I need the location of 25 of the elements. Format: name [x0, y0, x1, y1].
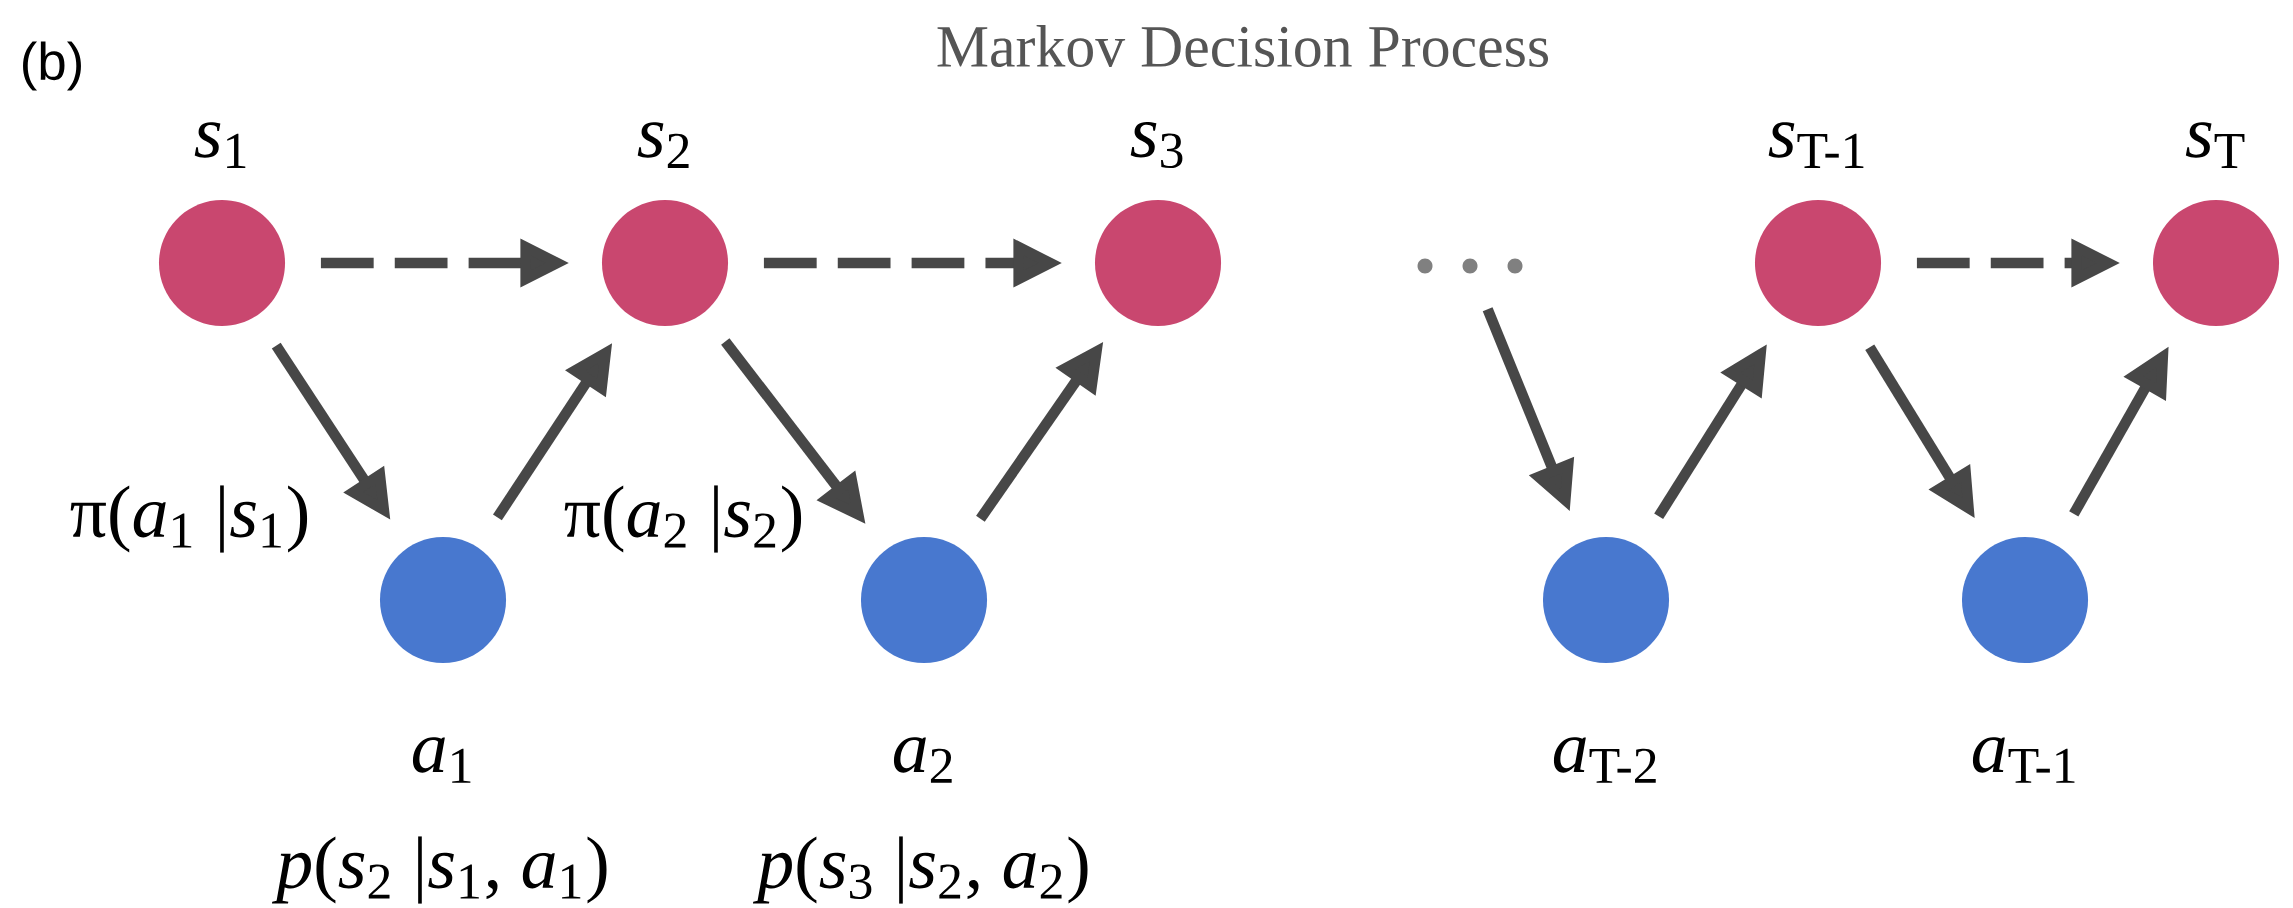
edge-label: π(a$_{1}$ |s$_{1}$): [66, 481, 314, 557]
action-circle: [379, 537, 507, 664]
state-label: s$_{T}$: [2185, 122, 2245, 168]
state-label: s$_{T-1}$: [1768, 122, 1864, 168]
state-circle: [158, 199, 286, 327]
state-circle: [2153, 199, 2280, 327]
state-label: s$_{3}$: [1130, 121, 1183, 169]
state-label: s$_{1}$: [194, 122, 246, 168]
edge-label: π(a$_{2}$ |s$_{2}$): [560, 481, 808, 557]
panel-label: (b): [23, 41, 81, 91]
action-label: a$_{1}$: [412, 737, 471, 783]
action-label: a$_{T-2}$: [1553, 737, 1656, 783]
state-circle: [1094, 199, 1222, 327]
action-label: a$_{2}$: [893, 737, 952, 783]
action-circle: [860, 537, 988, 664]
state-circle: [602, 199, 729, 327]
action-circle: [1543, 537, 1670, 664]
action-label: a$_{T-1}$: [1972, 737, 2075, 783]
transition-label: p(s$_{2}$ |s$_{1}$, a$_{1}$): [271, 836, 607, 904]
action-circle: [1961, 537, 2089, 664]
state-circle: [1754, 199, 1882, 327]
title: Markov Decision Process: [937, 25, 1549, 68]
transition-label: p(s$_{3}$ |s$_{2}$, a$_{2}$): [752, 836, 1088, 904]
ellipsis-dots: [1417, 258, 1523, 274]
state-label: s$_{2}$: [637, 122, 689, 168]
